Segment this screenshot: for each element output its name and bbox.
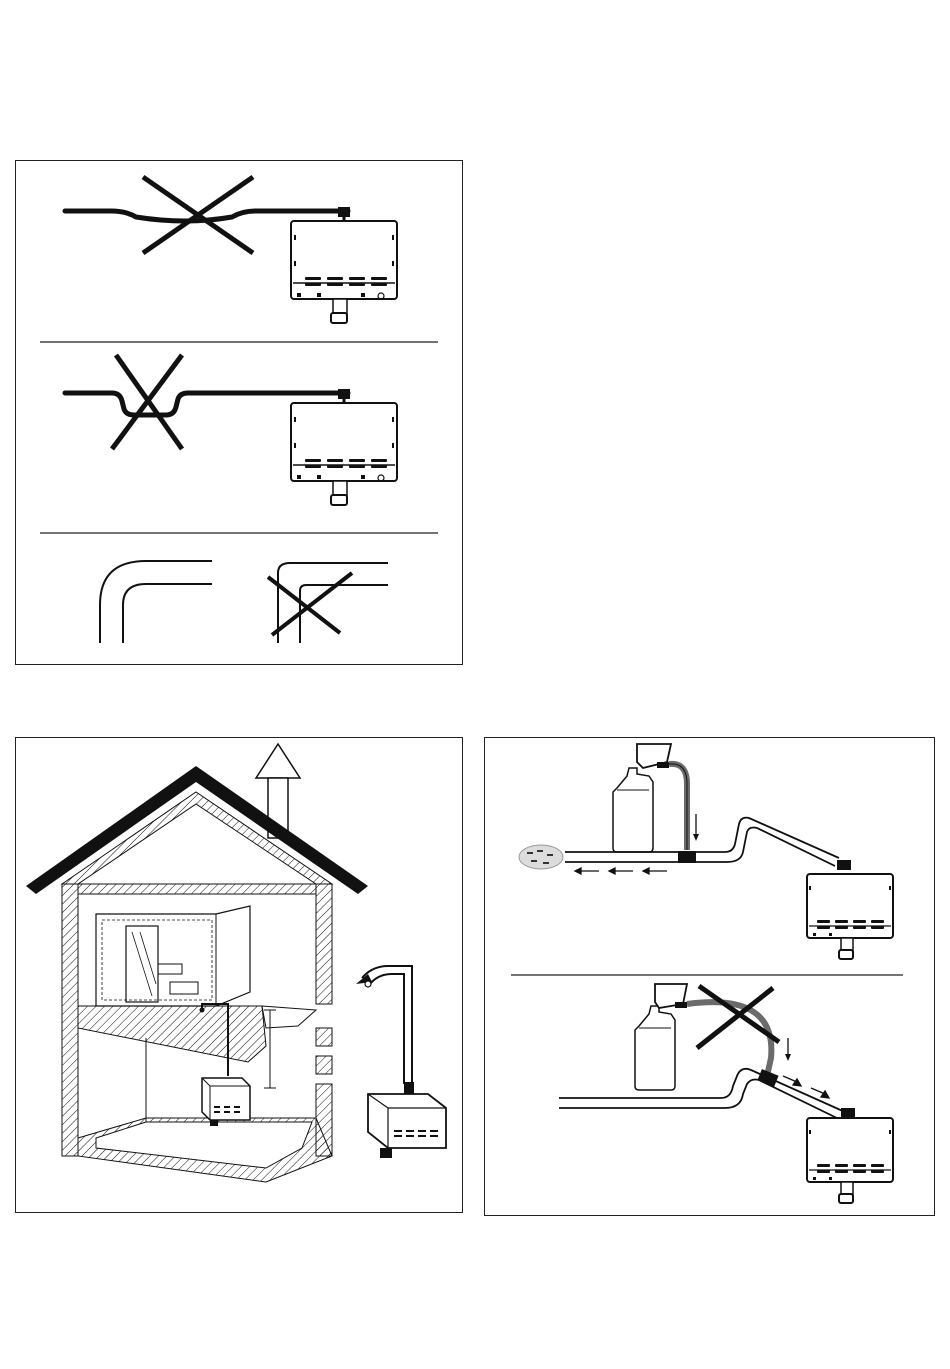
left-wall — [62, 884, 78, 1156]
steam-room-icon — [96, 906, 250, 1006]
steam-generator-detail — [356, 966, 446, 1158]
floor-slab — [78, 1006, 266, 1062]
sagging-pipe-wrong — [65, 177, 397, 323]
house-installation-panel — [15, 737, 463, 1213]
steam-generator-icon — [202, 1078, 250, 1126]
house-installation-figure — [16, 738, 462, 1212]
pipe-bend-radius — [100, 561, 388, 643]
right-wall-upper — [316, 884, 332, 1004]
steam-generator-icon — [807, 1118, 893, 1203]
cross-mark-icon — [268, 573, 352, 635]
steam-generator-icon — [807, 874, 893, 959]
drain-connection-panel — [484, 737, 935, 1216]
drain-outlet — [519, 845, 563, 869]
flow-arrow-icon — [575, 868, 667, 874]
canister-icon — [635, 1006, 675, 1090]
drain-connection-figure — [485, 738, 934, 1215]
correct-descaling-connection — [519, 744, 893, 959]
pipe-routing-panel — [15, 160, 463, 665]
pipe-routing-figure — [16, 161, 462, 664]
steam-generator-icon — [291, 221, 397, 323]
steam-generator-icon — [291, 403, 397, 505]
wrong-descaling-connection — [559, 984, 893, 1203]
canister-icon — [613, 768, 653, 852]
cross-mark-icon — [697, 986, 779, 1048]
pipe-dip-wrong — [65, 355, 397, 505]
funnel-icon — [637, 744, 671, 768]
funnel-icon — [655, 984, 687, 1008]
